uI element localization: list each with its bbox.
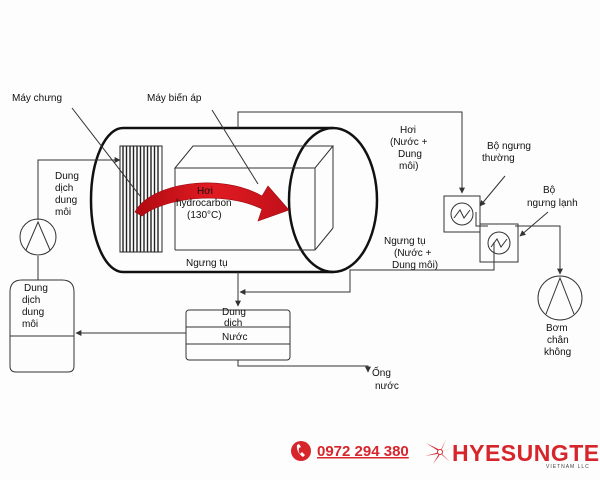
label-dung-dich-3: dung xyxy=(55,195,77,206)
inner-chamber xyxy=(173,145,335,251)
recirculation-pump xyxy=(19,218,57,256)
normal-condenser xyxy=(443,195,481,233)
label-dung-dich-4: môi xyxy=(55,207,71,218)
heater-coil xyxy=(119,145,163,253)
leader-may-chung xyxy=(71,107,141,197)
phone-icon xyxy=(291,441,311,461)
label-tank-3: dung xyxy=(22,307,44,318)
label-dung-dich-2: dịch xyxy=(55,183,73,194)
brand-name: HYESUNGTECH xyxy=(452,440,600,466)
label-hoi-3: Dung xyxy=(398,149,422,160)
label-may-bien-ap: Máy biến áp xyxy=(147,92,202,104)
vapor-flow-arrow xyxy=(134,182,290,222)
label-ong-nuoc-1: Ống xyxy=(372,365,391,379)
label-separator-nuoc: Nước xyxy=(222,332,247,343)
label-ong-nuoc-2: nước xyxy=(375,381,399,392)
leader-bo-ngung-lanh xyxy=(519,211,549,237)
brand-logo: HYESUNGTECH VIETNAM LLC xyxy=(425,439,600,470)
label-tank-1: Dung xyxy=(24,283,48,294)
label-separator-dung: Dung xyxy=(222,307,246,318)
brand-subtitle: VIETNAM LLC xyxy=(546,464,590,470)
separator-tank xyxy=(185,309,291,361)
vacuum-pump xyxy=(537,275,583,321)
phone-contact[interactable]: 0972 294 380 xyxy=(291,441,409,461)
label-bo-ngung-thuong-2: thường xyxy=(482,153,515,164)
leader-bo-ngung-thuong xyxy=(479,175,506,207)
label-bo-ngung-lanh-1: Bộ xyxy=(543,185,556,196)
label-hoi-2: (Nước + xyxy=(390,137,428,148)
label-may-chung: Máy chưng xyxy=(12,93,62,104)
label-hoi-hydrocarbon-1: Hơi xyxy=(197,186,213,197)
label-bom-1: Bơm xyxy=(546,323,568,334)
label-hoi-hydrocarbon-3: (130°C) xyxy=(187,210,222,221)
cold-condenser xyxy=(479,223,519,263)
vacuum-drum xyxy=(89,126,379,274)
phone-number[interactable]: 0972 294 380 xyxy=(317,443,409,460)
label-dung-dich-1: Dung xyxy=(55,171,79,182)
label-hoi-hydrocarbon-2: hydrocarbon xyxy=(176,198,232,209)
label-ngung-tu-right-1: Ngưng tụ xyxy=(384,236,426,247)
label-ngung-tu-right-3: Dung môi) xyxy=(392,260,438,271)
label-tank-4: môi xyxy=(22,319,38,330)
label-separator-dich: dịch xyxy=(224,318,242,329)
label-hoi-4: môi) xyxy=(399,161,418,172)
label-bom-2: chân xyxy=(547,335,569,346)
leader-may-bien-ap xyxy=(211,109,259,185)
label-ngung-tu-bottom: Ngưng tụ xyxy=(186,258,228,269)
label-ngung-tu-right-2: (Nước + xyxy=(394,248,432,259)
label-tank-2: dịch xyxy=(22,295,40,306)
hyesung-logo-icon xyxy=(425,439,453,464)
label-bo-ngung-thuong-1: Bộ ngưng xyxy=(487,141,531,152)
label-hoi-1: Hơi xyxy=(400,125,416,136)
solvent-tank xyxy=(9,279,75,373)
label-bo-ngung-lanh-2: ngưng lạnh xyxy=(527,198,578,209)
label-bom-3: không xyxy=(544,347,571,358)
